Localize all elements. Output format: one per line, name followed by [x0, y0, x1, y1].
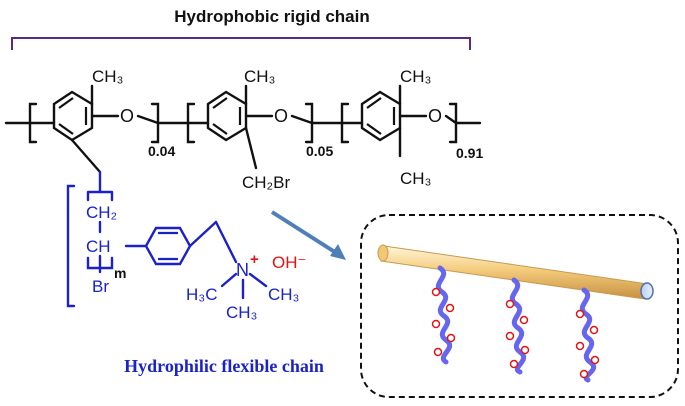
- unit2-bromomethyl: CH₂Br: [242, 173, 290, 192]
- unit3-oxygen: O: [428, 106, 442, 126]
- transition-arrow: [270, 210, 346, 260]
- schematic-helix-3: [579, 287, 597, 383]
- ammonium-methyl-right: CH₃: [268, 285, 299, 304]
- hydrophilic-graft: [66, 170, 268, 308]
- hydrophilic-chain-title: Hydrophilic flexible chain: [124, 356, 324, 376]
- unit2-methyl: CH₃: [244, 67, 275, 86]
- graft-repeat-m: m: [114, 265, 126, 281]
- unit2-oxygen: O: [274, 106, 288, 126]
- ammonium-nitrogen: N: [236, 260, 249, 280]
- schematic-box: [360, 214, 679, 398]
- schematic-helix-2: [509, 277, 527, 375]
- unit1-oxygen: O: [120, 106, 134, 126]
- hydroxide-counter-ion: OH⁻: [272, 253, 306, 272]
- ammonium-charge: +: [250, 251, 259, 268]
- unit3-methyl-top: CH₃: [400, 67, 431, 86]
- unit1-methyl: CH₃: [92, 67, 123, 86]
- hydrophobic-bracket: [11, 37, 471, 50]
- graft-ch2: CH₂: [86, 203, 117, 222]
- charge-markers: [431, 287, 600, 379]
- unit2-subscript: 0.05: [306, 143, 333, 159]
- unit3-subscript: 0.91: [456, 145, 483, 161]
- schematic-rod: [377, 244, 654, 300]
- graft-ch: CH: [86, 237, 111, 256]
- hydrophobic-chain-title: Hydrophobic rigid chain: [174, 7, 370, 26]
- graft-br: Br: [92, 277, 109, 296]
- ammonium-methyl-left: H₃C: [186, 285, 217, 304]
- schematic-helix-1: [435, 265, 453, 365]
- ammonium-methyl-bottom: CH₃: [226, 303, 257, 322]
- backbone: [4, 84, 482, 174]
- unit1-subscript: 0.04: [148, 143, 175, 159]
- unit3-methyl-bottom: CH₃: [400, 169, 431, 188]
